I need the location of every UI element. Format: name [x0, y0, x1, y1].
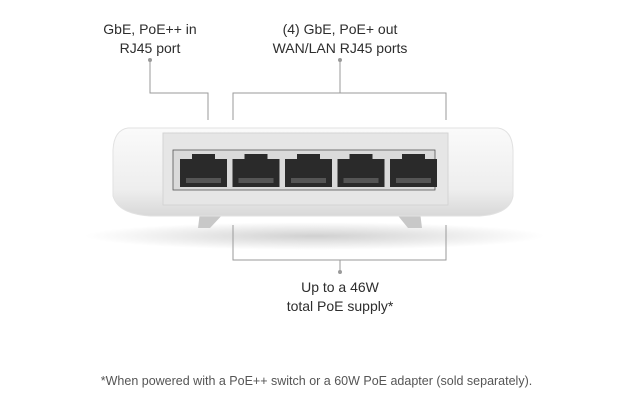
device-shadow [85, 222, 545, 250]
footnote: *When powered with a PoE++ switch or a 6… [100, 374, 533, 388]
poe-in-label: GbE, PoE++ in RJ45 port [85, 20, 215, 58]
port-contacts [291, 178, 326, 183]
port-contacts [396, 178, 431, 183]
supply-line1: Up to a 46W [301, 279, 379, 295]
poe-in-line1: GbE, PoE++ in [103, 21, 197, 37]
poe-in-line2: RJ45 port [119, 40, 181, 56]
poe-in-leader [149, 60, 209, 120]
supply-line2: total PoE supply* [286, 298, 394, 314]
poe-out-line2: WAN/LAN RJ45 ports [272, 40, 408, 56]
port-contacts [186, 178, 221, 183]
supply-label: Up to a 46W total PoE supply* [260, 278, 420, 316]
port-contacts [238, 178, 274, 183]
poe-out-line1: (4) GbE, PoE+ out [282, 21, 398, 37]
port-contacts [343, 178, 379, 183]
poe-out-label: (4) GbE, PoE+ out WAN/LAN RJ45 ports [250, 20, 430, 58]
poe-out-bracket [232, 92, 447, 120]
ports-group [180, 154, 437, 187]
callout-lines [148, 58, 447, 274]
